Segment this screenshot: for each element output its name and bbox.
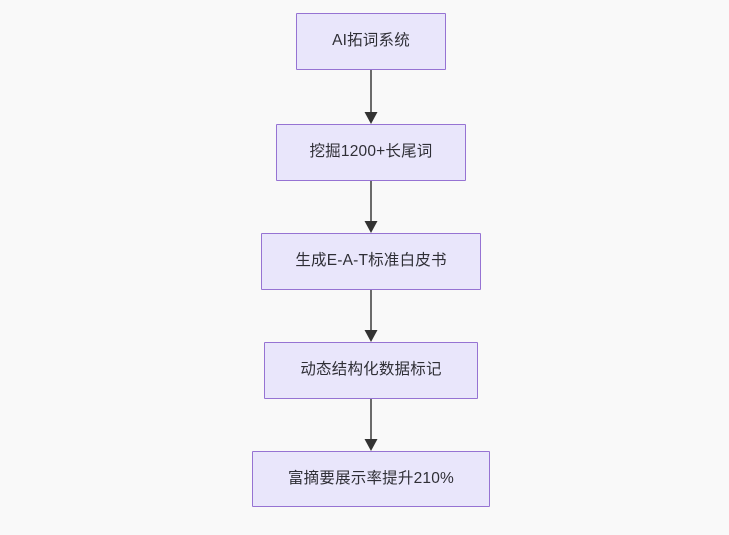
- flowchart-node-5-label: 富摘要展示率提升210%: [287, 469, 455, 487]
- edge-node-1-to-node-2: [364, 70, 378, 124]
- arrowhead-icon: [364, 221, 378, 233]
- flowchart-node-2[interactable]: 挖掘1200+长尾词: [276, 124, 466, 181]
- arrowhead-icon: [364, 112, 378, 124]
- flowchart-node-2-label: 挖掘1200+长尾词: [309, 143, 433, 161]
- flowchart-node-4[interactable]: 动态结构化数据标记: [264, 342, 478, 399]
- flowchart-node-3[interactable]: 生成E-A-T标准白皮书: [261, 233, 481, 290]
- edge-node-3-to-node-4: [364, 290, 378, 342]
- flowchart-node-3-label: 生成E-A-T标准白皮书: [295, 252, 447, 270]
- flowchart-node-5[interactable]: 富摘要展示率提升210%: [252, 451, 490, 507]
- edge-node-4-to-node-5: [364, 399, 378, 451]
- arrowhead-icon: [364, 330, 378, 342]
- arrowhead-icon: [364, 439, 378, 451]
- flowchart-node-4-label: 动态结构化数据标记: [300, 361, 442, 379]
- edge-node-2-to-node-3: [364, 181, 378, 233]
- flowchart-node-1-label: AI拓词系统: [332, 32, 410, 50]
- flowchart-node-1[interactable]: AI拓词系统: [296, 13, 446, 70]
